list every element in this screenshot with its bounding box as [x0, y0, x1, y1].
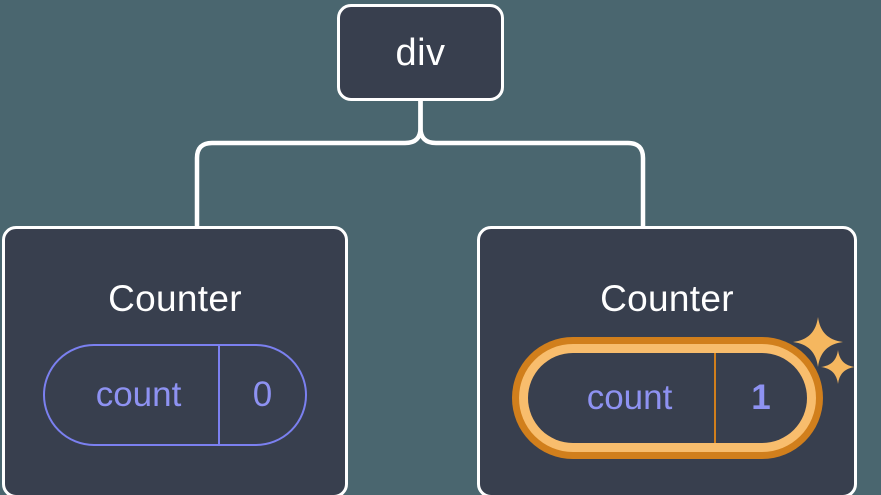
node-root-div[interactable]: div [337, 4, 504, 101]
state-value-left: 0 [218, 346, 305, 444]
node-counter-left-label: Counter [108, 278, 242, 319]
state-pill-right-inner-ring: count 1 [518, 344, 816, 452]
state-key-left: count [95, 375, 182, 414]
node-counter-right-label: Counter [600, 278, 734, 319]
state-value-right: 1 [713, 353, 807, 443]
state-pill-right[interactable]: count 1 [527, 353, 807, 443]
node-counter-right[interactable]: Counter count 1 [477, 226, 857, 495]
state-pill-right-highlight-ring: count 1 [511, 337, 823, 459]
state-pill-left[interactable]: count 0 [43, 344, 307, 446]
state-key-right: count [586, 378, 673, 417]
node-root-label: div [395, 31, 446, 74]
state-pill-left-wrap: count 0 [43, 344, 307, 446]
node-counter-left[interactable]: Counter count 0 [2, 226, 348, 495]
